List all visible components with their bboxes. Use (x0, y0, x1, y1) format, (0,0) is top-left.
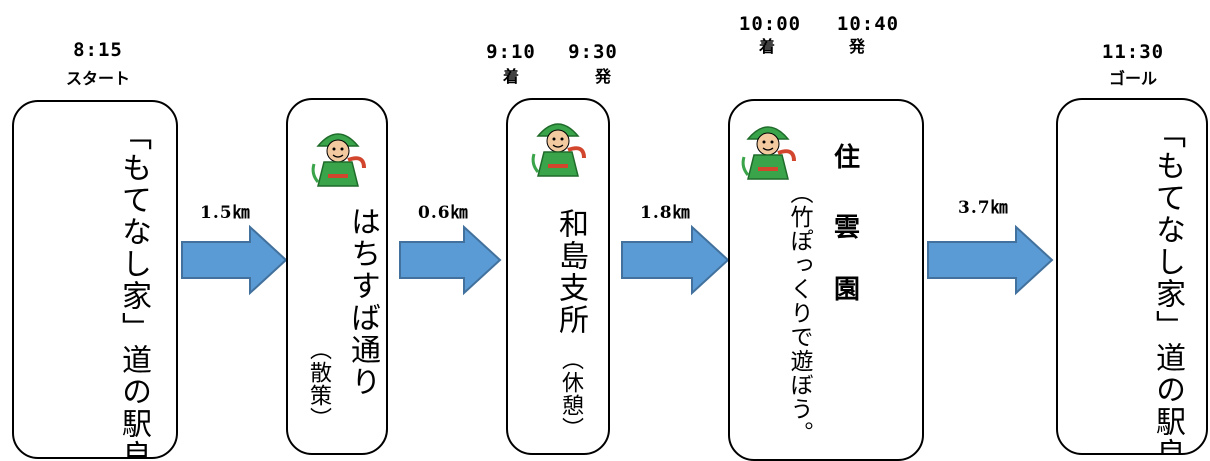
start-time: 8:15 (73, 39, 123, 61)
stop-name-juunen-2: 雲 (834, 213, 861, 243)
wajima-arrive-label: 着 (502, 67, 519, 86)
stop-name-juunen-3: 園 (834, 275, 861, 305)
juunen-arrive-time: 10:00 (738, 13, 802, 35)
stop-note-juunen: （竹ぽっくりで遊ぼう。 (786, 181, 812, 445)
wajima-depart-label: 発 (594, 67, 611, 86)
arrow-4-shape (927, 224, 1054, 296)
stop-box-juunen: 住 雲 園 （竹ぽっくりで遊ぼう。 (728, 99, 924, 461)
goal-label: ゴール (1108, 69, 1157, 88)
leg-distance-3: 1.8㎞ (640, 203, 691, 223)
wajima-depart-time: 9:30 (568, 41, 618, 63)
leg-distance-4: 3.7㎞ (958, 198, 1009, 218)
arrow-2 (399, 224, 502, 296)
stop-note-hachisuba: （散策） (306, 338, 331, 430)
stop-box-start: 「もてなし家」道の駅良寛の里わしま (12, 100, 178, 459)
arrow-3-shape (621, 224, 730, 296)
leg-distance-1: 1.5㎞ (200, 203, 251, 223)
arrow-4 (927, 224, 1054, 296)
leg-distance-2: 0.6㎞ (418, 203, 469, 223)
juunen-depart-label: 発 (848, 37, 865, 56)
juunen-arrive-label: 着 (758, 37, 775, 56)
stop-box-goal: 「もてなし家」道の駅良寛の里わしま (1056, 98, 1208, 455)
stop-name-juunen-1: 住 (834, 143, 861, 173)
mascot-icon (741, 126, 796, 180)
stop-box-hachisuba: はちすば通り （散策） (286, 98, 388, 455)
arrow-3 (621, 224, 730, 296)
arrow-1-shape (181, 224, 288, 296)
start-label: スタート (65, 69, 130, 88)
juunen-depart-time: 10:40 (836, 13, 900, 35)
mascot-icon (531, 123, 586, 177)
goal-time: 11:30 (1101, 41, 1165, 63)
stop-name-wajima: 和島支所 (553, 208, 588, 336)
arrow-1 (181, 224, 288, 296)
stop-note-wajima: （休憩） (558, 348, 583, 440)
arrow-2-shape (399, 224, 502, 296)
stop-box-wajima: 和島支所 （休憩） (506, 98, 610, 455)
stop-name-start: 「もてなし家」道の駅良寛の里わしま (116, 120, 151, 459)
mascot-icon (311, 133, 366, 187)
stop-name-goal: 「もてなし家」道の駅良寛の里わしま (1150, 118, 1185, 455)
stop-name-hachisuba: はちすば通り (345, 206, 380, 398)
wajima-arrive-time: 9:10 (486, 41, 536, 63)
